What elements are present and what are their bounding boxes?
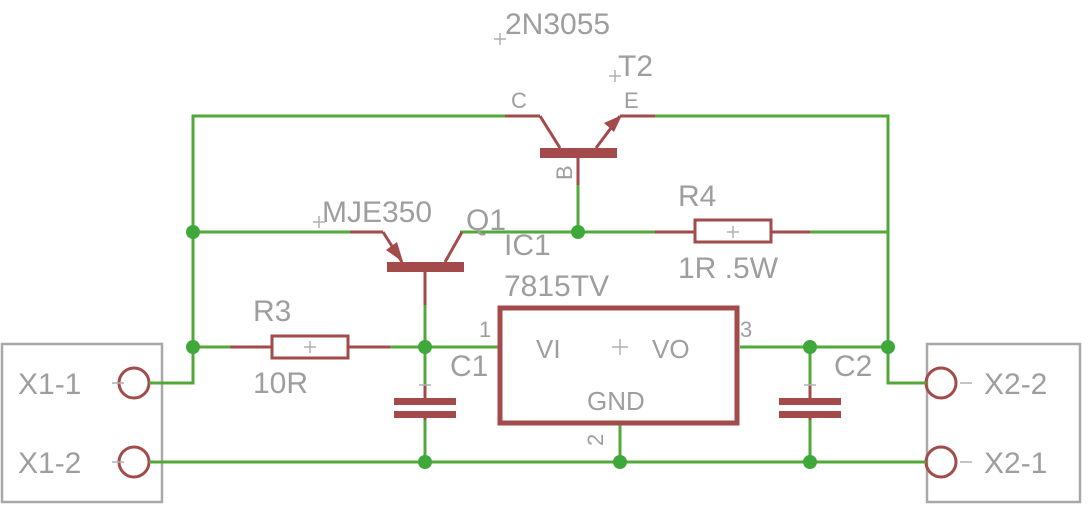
connector-x1[interactable]: X1-1 X1-2 [0,342,164,504]
transistor-t2[interactable]: 2N3055 T2 C E B [494,8,655,185]
junction-dot[interactable] [418,455,432,469]
junction-dot[interactable] [418,340,432,354]
wire-input-left-rail [149,114,505,385]
transistor-t2-pin-b: B [552,165,577,180]
transistor-t2-type: 2N3055 [505,8,610,41]
junction-dot[interactable] [881,340,895,354]
connector-x2-1-pad[interactable] [924,445,958,479]
junctions [186,225,895,469]
wire-output-rail [655,114,926,385]
connector-x1-2-label: X1-2 [18,447,81,480]
regulator-ic1-vi-label: VI [536,334,561,364]
regulator-ic1-ref: IC1 [504,229,551,262]
junction-dot[interactable] [571,225,585,239]
connector-x2-2-pad[interactable] [924,366,958,400]
nets [149,114,926,464]
connector-x2[interactable]: X2-2 X2-1 [924,342,1082,504]
connector-x2-frame [925,342,1082,504]
regulator-ic1-gnd-label: GND [587,386,645,416]
regulator-ic1[interactable]: IC1 7815TV VI VO GND 1 3 2 [479,229,752,446]
capacitor-c2[interactable]: C2 [779,350,872,420]
transistor-q1-ref: Q1 [466,204,506,237]
junction-dot[interactable] [803,455,817,469]
junction-dot[interactable] [186,340,200,354]
resistor-r4[interactable]: R4 1R .5W [655,180,810,285]
transistor-q1-body [387,262,464,272]
regulator-ic1-vo-label: VO [652,334,690,364]
transistor-t2-pin-c: C [511,88,527,113]
resistor-r4-ref: R4 [678,180,716,213]
resistor-r3-ref: R3 [253,295,291,328]
regulator-ic1-pin1: 1 [479,317,491,342]
connector-x2-2-label: X2-2 [984,368,1047,401]
connector-x2-1-label: X2-1 [984,447,1047,480]
transistor-q1-type: MJE350 [322,196,432,229]
regulator-ic1-type: 7815TV [504,270,609,303]
junction-dot[interactable] [803,340,817,354]
resistor-r3[interactable]: R3 10R [230,295,390,400]
transistor-t2-body [540,148,617,158]
capacitor-c2-ref: C2 [834,350,872,383]
connector-x1-frame [0,342,164,504]
junction-dot[interactable] [613,455,627,469]
transistor-t2-ref: T2 [618,50,653,83]
capacitor-c1[interactable]: C1 [394,350,488,420]
transistor-t2-pin-e: E [624,88,639,113]
connector-x1-1-label: X1-1 [18,368,81,401]
resistor-r4-value: 1R .5W [678,252,779,285]
resistor-r3-value: 10R [253,367,308,400]
transistor-q1[interactable]: MJE350 Q1 [313,196,506,305]
capacitor-c1-ref: C1 [450,350,488,383]
regulator-ic1-pin2: 2 [583,434,608,446]
junction-dot[interactable] [186,225,200,239]
regulator-ic1-pin3: 3 [740,317,752,342]
regulator-ic1-body [497,305,740,426]
